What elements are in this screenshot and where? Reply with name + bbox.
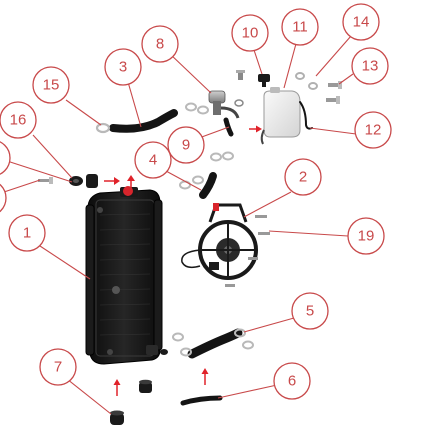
cooling-fan (181, 203, 258, 280)
small-hose (179, 151, 234, 199)
callout-2: 2 (284, 158, 322, 196)
callout-2-label: 2 (299, 169, 307, 186)
arrow-to-radiator-top (104, 177, 120, 185)
callout-11-label: 11 (292, 19, 308, 36)
callout-1-label: 1 (23, 225, 31, 242)
callout-3: 3 (104, 48, 142, 86)
reservoir-hose (299, 101, 313, 130)
callout-9: 9 (167, 126, 205, 164)
callout-7: 7 (39, 348, 77, 386)
small-bolt-top (236, 70, 245, 80)
rubber-grommet-mid (139, 379, 152, 393)
callout-10-label: 10 (242, 25, 259, 42)
overflow-pipe (180, 395, 223, 406)
callout-12: 12 (354, 111, 392, 149)
callout-13: 13 (351, 47, 389, 85)
arrow-to-reservoir (249, 125, 262, 133)
reservoir-cap (258, 74, 270, 87)
assembly-arrows (104, 125, 262, 396)
callout-14-label: 14 (353, 14, 370, 31)
coolant-reservoir (260, 87, 301, 145)
rubber-grommets-16 (69, 174, 98, 188)
callout-1: 1 (8, 214, 46, 252)
callout-3-label: 3 (119, 59, 127, 76)
callout-15: 15 (32, 66, 70, 104)
callout-8: 8 (141, 25, 179, 63)
upper-hose (95, 109, 178, 134)
callout-16-label: 16 (10, 112, 27, 129)
callout-5: 5 (291, 292, 329, 330)
rubber-grommet-bottom (110, 410, 124, 425)
callout-19-label: 19 (358, 228, 375, 245)
callout-12-label: 12 (365, 122, 382, 139)
callout-6: 6 (273, 362, 311, 400)
callout-18: 18 (0, 183, 7, 213)
callout-19: 19 (347, 217, 385, 255)
callout-7-label: 7 (54, 359, 62, 376)
callout-4-label: 4 (149, 152, 157, 169)
callout-13-label: 13 (362, 58, 379, 75)
callout-9-label: 9 (182, 137, 190, 154)
callout-4: 4 (134, 141, 172, 179)
arrow-up-to-cap (127, 175, 135, 188)
callout-11: 11 (281, 8, 319, 46)
leader-lines (3, 35, 357, 415)
washers-14 (295, 72, 318, 90)
callout-14: 14 (342, 3, 380, 41)
callout-5-label: 5 (306, 303, 314, 320)
callout-15-label: 15 (43, 77, 60, 94)
radiator (85, 186, 163, 365)
arrow-to-lower-hose (201, 368, 209, 385)
callout-8-label: 8 (156, 36, 164, 53)
lower-hose (160, 328, 254, 359)
bolt-18 (38, 177, 53, 184)
callout-16: 16 (0, 101, 37, 139)
arrow-to-grommet (113, 379, 121, 396)
fan-bolts-19 (225, 215, 270, 287)
callout-10: 10 (231, 14, 269, 52)
callout-17: 17 (0, 141, 11, 175)
bolts-13 (326, 81, 342, 104)
filler-neck (208, 90, 244, 119)
callout-6-label: 6 (288, 373, 296, 390)
